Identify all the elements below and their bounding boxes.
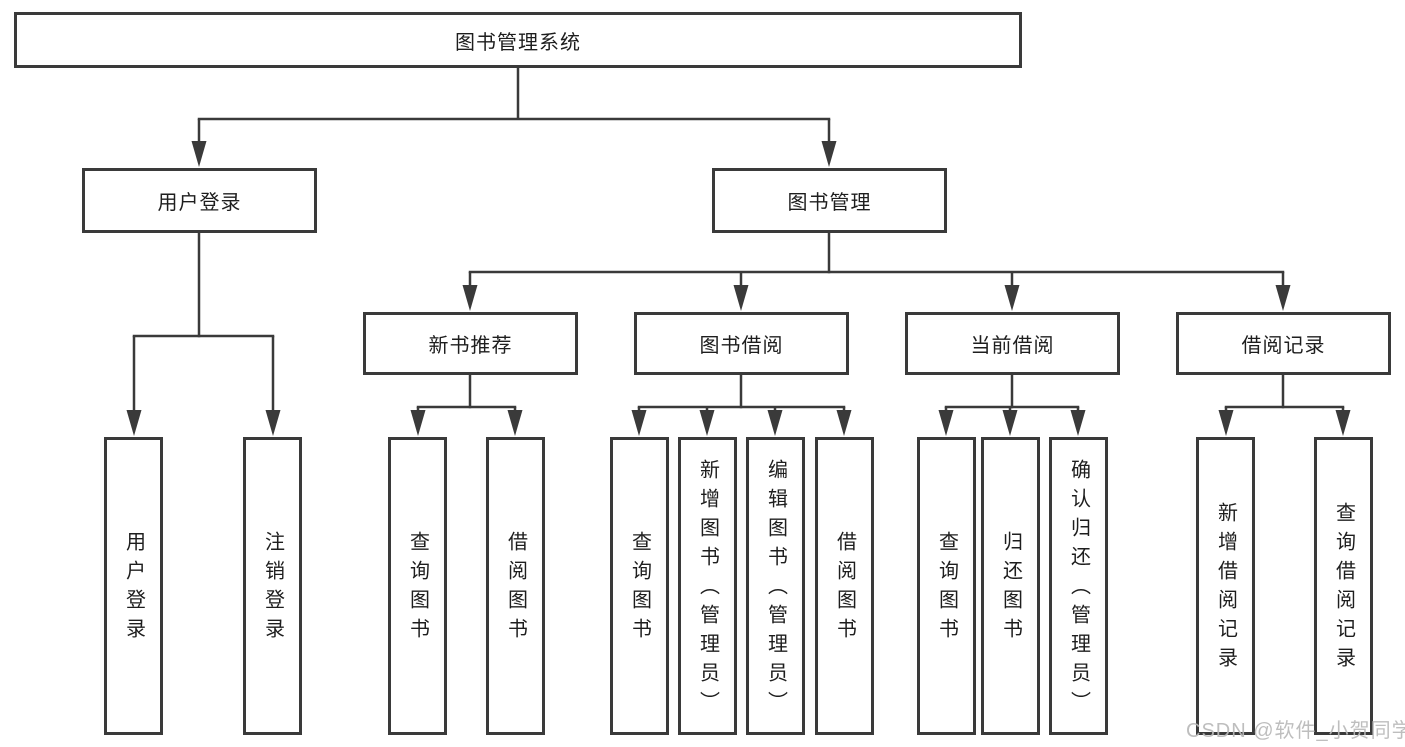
node-user-login: 用户登录: [82, 168, 317, 233]
csdn-watermark: CSDN @软件_小贺同学: [1186, 720, 1405, 742]
leaf-newrec-query-book: 查询图书: [388, 437, 447, 735]
leaf-user-login: 用户登录: [104, 437, 163, 735]
node-book-management: 图书管理: [712, 168, 947, 233]
leaf-current-return-book: 归还图书: [981, 437, 1040, 735]
leaf-borrow-borrow-book: 借阅图书: [815, 437, 874, 735]
node-new-book-recommend: 新书推荐: [363, 312, 578, 375]
leaf-current-confirm-return-admin: 确认归还（管理员）: [1049, 437, 1108, 735]
leaf-logout-login: 注销登录: [243, 437, 302, 735]
leaf-records-query-record: 查询借阅记录: [1314, 437, 1373, 735]
leaf-newrec-borrow-book: 借阅图书: [486, 437, 545, 735]
node-book-borrow: 图书借阅: [634, 312, 849, 375]
leaf-borrow-add-book-admin: 新增图书（管理员）: [678, 437, 737, 735]
leaf-records-add-record: 新增借阅记录: [1196, 437, 1255, 735]
node-root: 图书管理系统: [14, 12, 1022, 68]
node-borrow-records: 借阅记录: [1176, 312, 1391, 375]
leaf-borrow-edit-book-admin: 编辑图书（管理员）: [746, 437, 805, 735]
leaf-borrow-query-book: 查询图书: [610, 437, 669, 735]
leaf-current-query-book: 查询图书: [917, 437, 976, 735]
node-current-borrow: 当前借阅: [905, 312, 1120, 375]
